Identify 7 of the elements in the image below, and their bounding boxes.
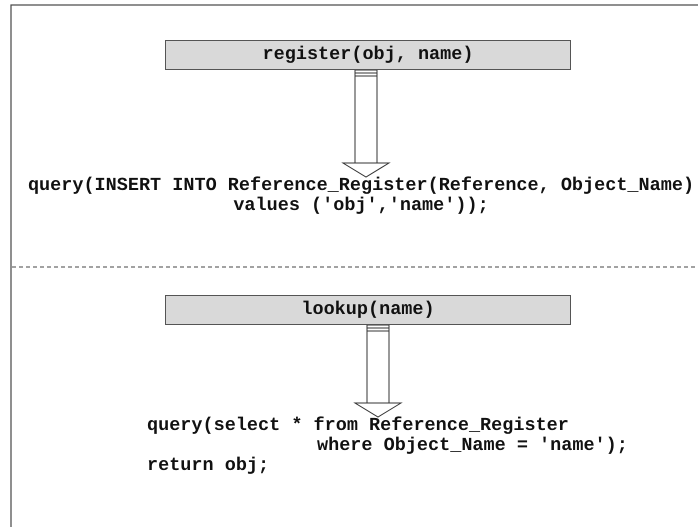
code-text: query(select * from Reference_Register where Object_Name = 'name'); <box>147 416 629 456</box>
block-arrow <box>342 70 390 178</box>
function-box: lookup(name) <box>165 295 571 325</box>
function-box: register(obj, name) <box>165 40 571 70</box>
code-text: return obj; <box>147 456 270 476</box>
code-text: query(INSERT INTO Reference_Register(Reference, Object_Name) values ('obj','name')); <box>26 176 696 216</box>
block-arrow <box>354 324 402 418</box>
